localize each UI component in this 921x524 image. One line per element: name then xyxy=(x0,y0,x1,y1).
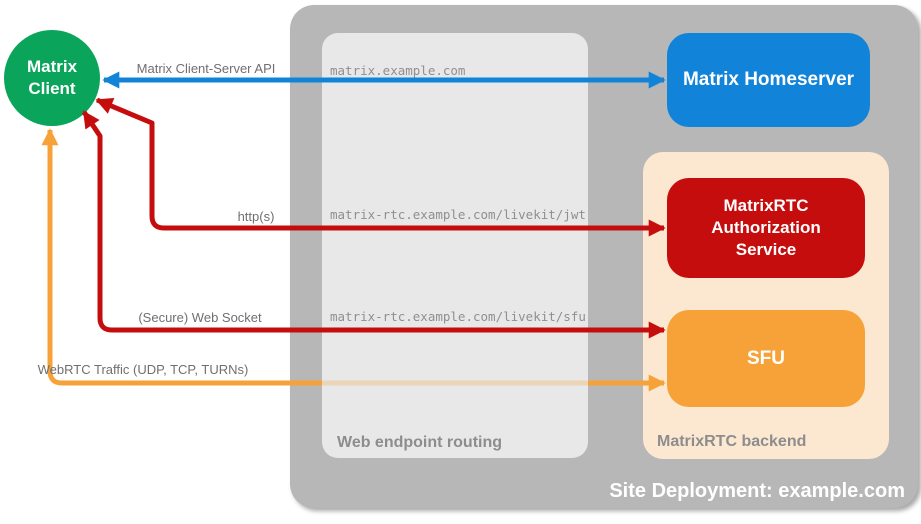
endpoint-matrix-example-com: matrix.example.com xyxy=(330,63,466,78)
matrixrtc-authorization-service-label: MatrixRTC Authorization Service xyxy=(711,195,821,260)
web-endpoint-routing-container: Web endpoint routing xyxy=(322,33,588,458)
sfu-label: SFU xyxy=(747,347,785,369)
site-deployment-label: Site Deployment: example.com xyxy=(609,480,905,502)
webrtc-traffic-label: WebRTC Traffic (UDP, TCP, TURNs) xyxy=(37,362,249,377)
matrix-client-node: Matrix Client xyxy=(4,30,100,126)
https-label: http(s) xyxy=(237,209,275,224)
matrixrtc-authorization-service-node: MatrixRTC Authorization Service xyxy=(667,178,865,278)
web-endpoint-routing-label: Web endpoint routing xyxy=(337,434,503,451)
matrixrtc-backend-label: MatrixRTC backend xyxy=(657,433,807,450)
matrix-homeserver-label: Matrix Homeserver xyxy=(682,69,855,90)
matrix-client-label: Matrix Client xyxy=(26,56,78,98)
endpoint-livekit-jwt: matrix-rtc.example.com/livekit/jwt xyxy=(330,207,586,222)
client-sfu-webrtc-arrow-client-segment xyxy=(41,128,322,386)
sfu-node: SFU xyxy=(667,310,865,407)
client-server-api-label: Matrix Client-Server API xyxy=(136,61,276,76)
endpoint-livekit-sfu: matrix-rtc.example.com/livekit/sfu xyxy=(330,309,586,324)
websocket-label: (Secure) Web Socket xyxy=(138,310,262,325)
matrix-homeserver-node: Matrix Homeserver xyxy=(667,33,870,127)
